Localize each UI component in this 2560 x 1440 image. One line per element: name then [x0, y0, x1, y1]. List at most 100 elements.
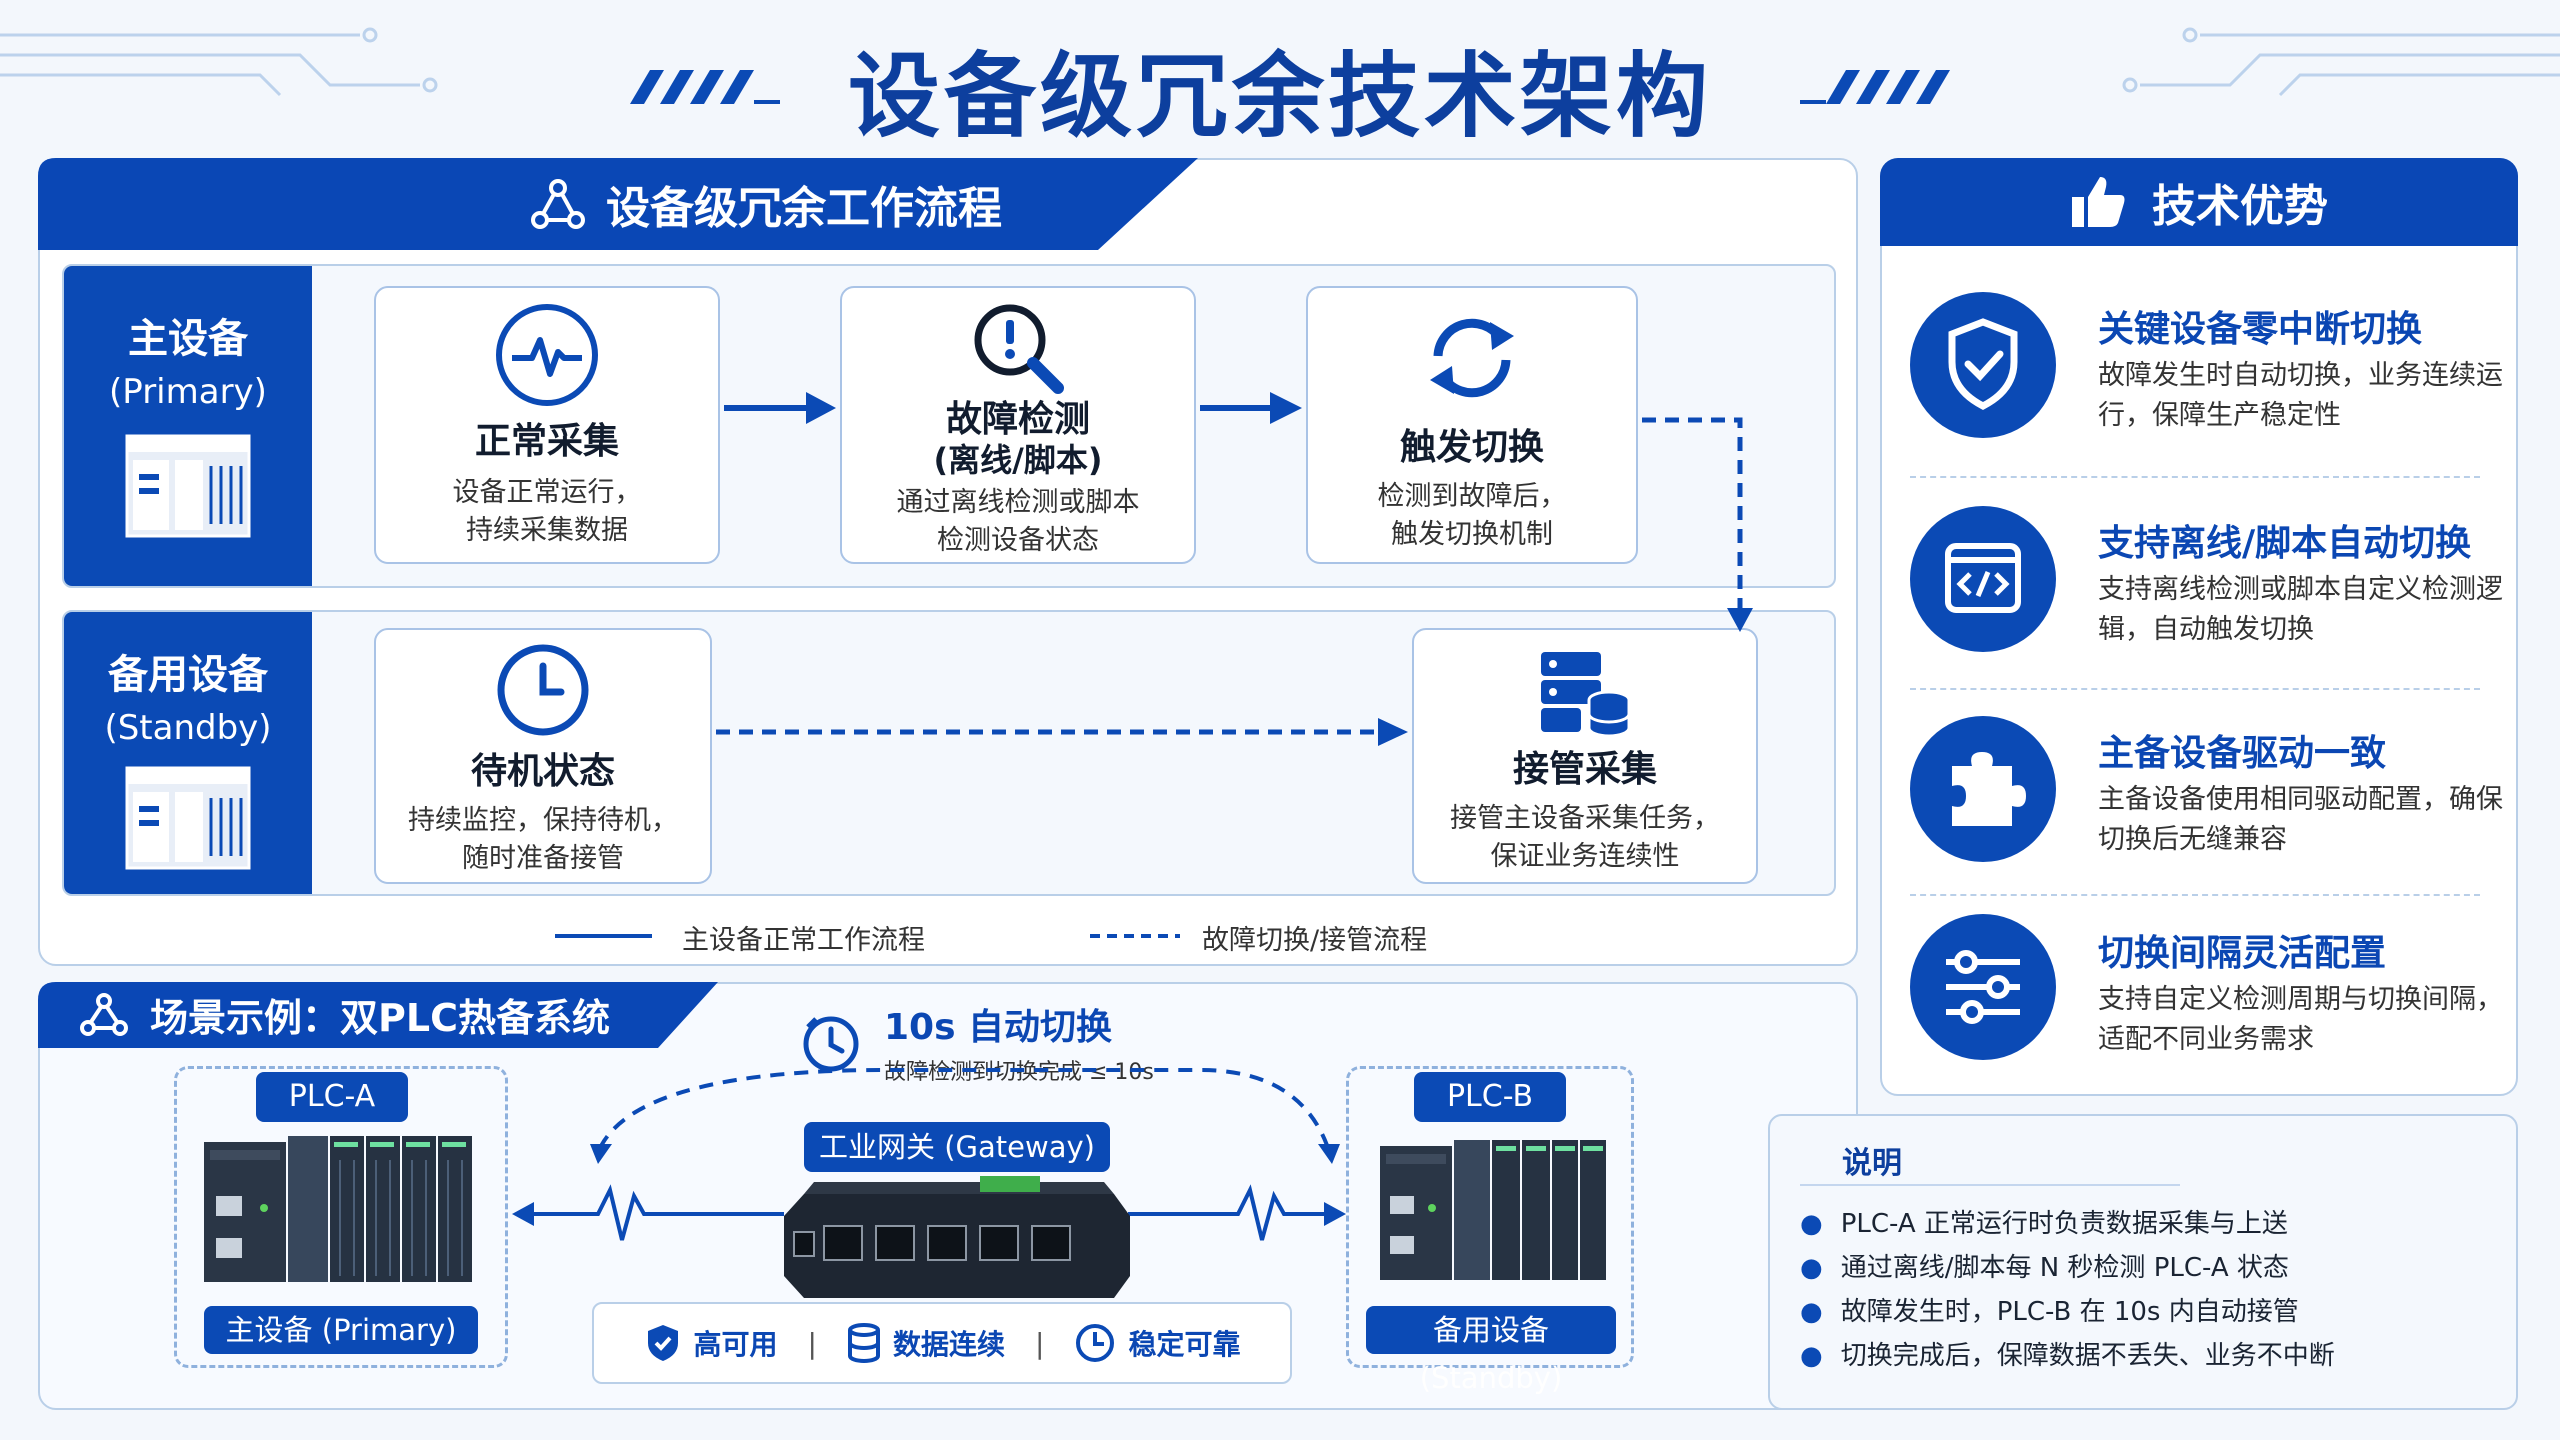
node-desc: 随时准备接管 [462, 843, 624, 874]
advantages-header-text: 技术优势 [2152, 181, 2328, 232]
workflow-header: 设备级冗余工作流程 [530, 168, 1002, 240]
pulse-icon [496, 304, 598, 406]
arrow-trigger-to-takeover [1642, 417, 1753, 632]
primary-lane-label: 主设备 (Primary) [64, 266, 312, 586]
plc-a-role-label: 主设备 (Primary) [204, 1306, 478, 1354]
legend-solid-label: 主设备正常工作流程 [682, 925, 925, 956]
node-trigger-switch: 触发切换 检测到故障后， 触发切换机制 [1306, 286, 1638, 564]
feature-divider: | [807, 1326, 817, 1360]
node-title: 接管采集 [1512, 749, 1657, 790]
advantage-item: 关键设备零中断切换 故障发生时自动切换，业务连续运行，保障生产稳定性 [1910, 290, 2503, 450]
refresh-icon [1430, 318, 1514, 398]
notes-panel: 说明 ●PLC-A 正常运行时负责数据采集与上送 ●通过离线/脚本每 N 秒检测… [1768, 1114, 2518, 1410]
node-standby-state: 待机状态 持续监控，保持待机， 随时准备接管 [374, 628, 712, 884]
scene-header-text: 场景示例：双PLC热备系统 [150, 995, 610, 1040]
note-item: ●切换完成后，保障数据不丢失、业务不中断 [1800, 1341, 2335, 1371]
advantage-icon-circle [1910, 292, 2056, 438]
server-cabinet-icon [125, 766, 251, 870]
node-takeover-collect: 接管采集 接管主设备采集任务， 保证业务连续性 [1412, 628, 1758, 884]
server-cabinet-icon [125, 434, 251, 538]
circuit-decoration-right [2122, 27, 2560, 97]
plc-b-role-label: 备用设备 (Standby) [1366, 1306, 1616, 1395]
workflow-icon [531, 179, 585, 229]
feature-data-continuity: 数据连续 [892, 1328, 1005, 1361]
node-desc: 触发切换机制 [1391, 519, 1553, 550]
shield-check-icon [647, 1325, 678, 1361]
switch-time-block: 10s 自动切换 故障检测到切换完成 ≤ 10s [800, 998, 1154, 1086]
clock-icon [497, 644, 589, 736]
plc-a-device [204, 1136, 472, 1282]
primary-lane-sub: (Primary) [109, 372, 267, 412]
clock-check-icon [1076, 1324, 1115, 1362]
note-item: ●故障发生时，PLC-B 在 10s 内自动接管 [1800, 1297, 2299, 1327]
node-title: 待机状态 [470, 751, 615, 792]
plc-a-label: PLC-A [256, 1072, 408, 1122]
gateway-device [784, 1176, 1130, 1298]
database-icon [847, 1323, 880, 1363]
advantages-header: 技术优势 [1880, 158, 2518, 246]
network-icon [80, 993, 128, 1036]
standby-lane-name: 备用设备 [108, 652, 268, 698]
switch-time-sub: 故障检测到切换完成 ≤ 10s [884, 1060, 1154, 1085]
node-desc: 通过离线检测或脚本 [896, 487, 1140, 518]
arrow-collect-to-detect [724, 392, 836, 424]
advantage-divider [1910, 688, 2480, 690]
node-title: 触发切换 [1399, 427, 1544, 468]
arrow-standby-to-takeover [716, 718, 1408, 746]
plc-b-label: PLC-B [1414, 1072, 1566, 1122]
title-stripes-right [1800, 70, 1950, 104]
page-title: 设备级冗余技术架构 [847, 43, 1712, 150]
node-title: 正常采集 [474, 421, 619, 462]
advantage-desc: 支持离线检测或脚本自定义检测逻辑，自动触发切换 [2098, 574, 2503, 645]
node-desc: 接管主设备采集任务， [1450, 803, 1720, 834]
advantage-divider [1910, 476, 2480, 478]
feature-bar: 高可用 | 数据连续 | 稳定可靠 [592, 1302, 1292, 1384]
sliders-icon [1946, 950, 2020, 1024]
switch-time-title: 10s 自动切换 [884, 1007, 1113, 1048]
node-desc: 设备正常运行， [452, 477, 642, 508]
thumbs-up-icon [2072, 177, 2125, 227]
plc-a-box [174, 1066, 508, 1368]
standby-lane-label: 备用设备 (Standby) [64, 612, 312, 894]
standby-lane-sub: (Standby) [104, 708, 272, 748]
notes-header: 说明 [1842, 1146, 1902, 1181]
scene-header: 场景示例：双PLC热备系统 [80, 986, 610, 1042]
circuit-decoration-left [0, 27, 438, 97]
node-desc: 检测设备状态 [937, 525, 1099, 556]
node-desc: 持续监控，保持待机， [408, 805, 678, 836]
workflow-header-text: 设备级冗余工作流程 [606, 183, 1002, 234]
workflow-header-bg [38, 158, 1198, 250]
feature-stable-reliable: 稳定可靠 [1128, 1328, 1241, 1361]
gateway-label: 工业网关 (Gateway) [804, 1122, 1110, 1172]
node-title-sub: (离线/脚本) [933, 441, 1103, 479]
search-alert-icon [974, 304, 1064, 394]
advantage-title: 主备设备驱动一致 [2098, 733, 2387, 774]
shield-check-icon [1948, 318, 2018, 410]
advantage-desc: 主备设备使用相同驱动配置，确保切换后无缝兼容 [2098, 784, 2503, 855]
node-fault-detect: 故障检测 (离线/脚本) 通过离线检测或脚本 检测设备状态 [840, 286, 1196, 564]
heartbeat-line-left [532, 1184, 784, 1241]
advantage-title: 关键设备零中断切换 [2098, 309, 2423, 350]
arrow-detect-to-trigger [1200, 392, 1302, 424]
node-title: 故障检测 [945, 399, 1090, 440]
switch-arc [598, 1067, 1330, 1149]
advantage-item: 支持离线/脚本自动切换 支持离线检测或脚本自定义检测逻辑，自动触发切换 [1910, 504, 2503, 664]
flow-arrows [555, 392, 1753, 938]
feature-divider: | [1035, 1326, 1045, 1360]
node-desc: 持续采集数据 [466, 515, 628, 546]
advantage-icon-circle [1910, 716, 2056, 862]
database-server-icon [1541, 652, 1631, 738]
advantage-item: 主备设备驱动一致 主备设备使用相同驱动配置，确保切换后无缝兼容 [1910, 714, 2503, 874]
advantage-desc: 故障发生时自动切换，业务连续运行，保障生产稳定性 [2098, 360, 2503, 431]
advantage-title: 切换间隔灵活配置 [2098, 933, 2387, 974]
timer-icon [803, 1016, 859, 1072]
advantage-title: 支持离线/脚本自动切换 [2098, 523, 2472, 564]
code-window-icon [1945, 543, 2021, 613]
primary-lane-name: 主设备 [128, 316, 248, 362]
advantage-icon-circle [1910, 914, 2056, 1060]
plc-b-box [1346, 1066, 1634, 1368]
node-desc: 检测到故障后， [1377, 481, 1567, 512]
heartbeat-line-right [1128, 1184, 1326, 1241]
title-stripes-left [630, 70, 780, 104]
